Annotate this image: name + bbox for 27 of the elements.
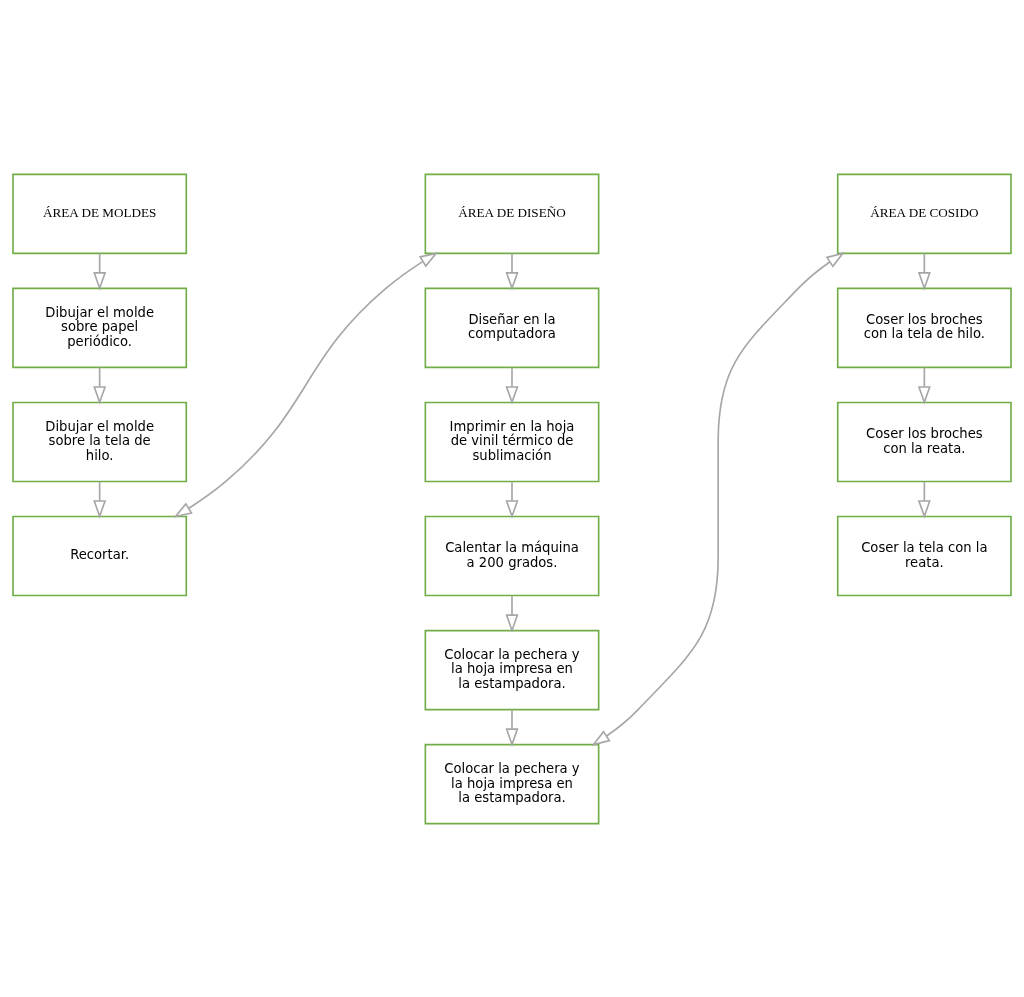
arrow bbox=[917, 252, 931, 291]
node-box: Dibujar el molde sobre la tela de hilo. bbox=[12, 401, 188, 482]
arrow bbox=[505, 366, 519, 405]
node-box: Coser la tela con la reata. bbox=[836, 515, 1012, 596]
arrow bbox=[591, 251, 845, 746]
arrow bbox=[917, 480, 931, 519]
node-box: Recortar. bbox=[12, 515, 188, 596]
node-box: Colocar la pechera y la hoja impresa en la estampadora. bbox=[424, 629, 600, 710]
node-box: Dibujar el molde sobre papel periódico. bbox=[12, 287, 188, 368]
arrow bbox=[93, 366, 107, 405]
node-box: ÁREA DE COSIDO bbox=[836, 173, 1012, 254]
arrow bbox=[505, 708, 519, 747]
node-box: Coser los broches con la reata. bbox=[836, 401, 1012, 482]
node-box: ÁREA DE DISEÑO bbox=[424, 173, 600, 254]
node-box: Imprimir en la hoja de vinil térmico de sublimación bbox=[424, 401, 600, 482]
node-box: Coser los broches con la tela de hilo. bbox=[836, 287, 1012, 368]
node-box: Calentar la máquina a 200 grados. bbox=[424, 515, 600, 596]
arrow bbox=[917, 366, 931, 405]
arrow bbox=[93, 480, 107, 519]
node-box: Colocar la pechera y la hoja impresa en la estampadora. bbox=[424, 743, 600, 824]
node-box: ÁREA DE MOLDES bbox=[12, 173, 188, 254]
arrow bbox=[505, 480, 519, 519]
node-box: Diseñar en la computadora bbox=[424, 287, 600, 368]
arrow bbox=[93, 252, 107, 291]
arrow bbox=[505, 594, 519, 633]
arrow bbox=[505, 252, 519, 291]
arrow bbox=[173, 251, 439, 518]
